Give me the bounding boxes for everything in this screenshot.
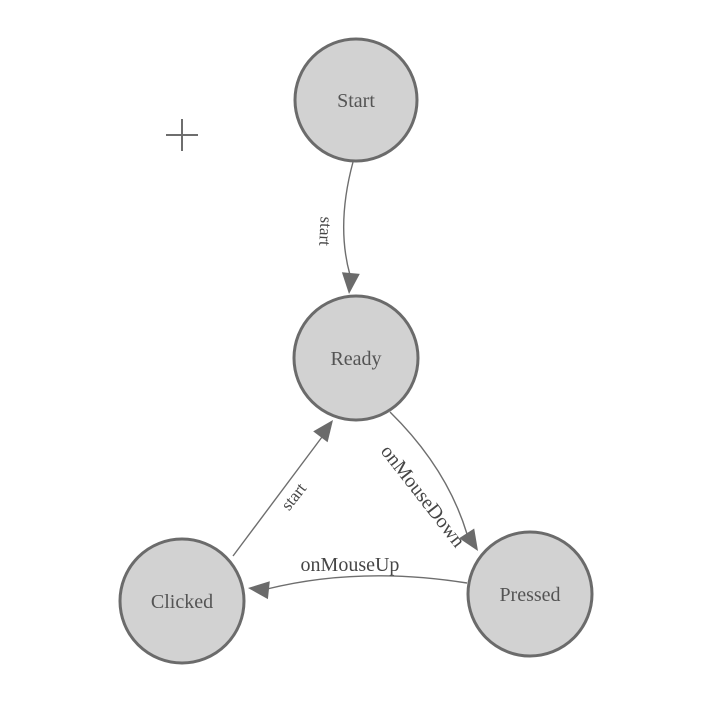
edge-clicked-to-ready[interactable]: start (232, 420, 333, 557)
edge-label: start (315, 216, 336, 246)
edge-pressed-to-clicked[interactable]: onMouseUp (248, 554, 468, 600)
edge-line[interactable] (232, 436, 323, 557)
node-circle[interactable] (293, 37, 419, 163)
arrowhead-icon (248, 581, 270, 600)
state-node-start[interactable]: Start (293, 37, 419, 163)
crosshair-marker (166, 119, 198, 151)
node-label: Pressed (499, 584, 560, 606)
node-circle[interactable] (118, 537, 246, 665)
edge-start-to-ready[interactable]: start (315, 161, 360, 294)
node-label: Clicked (151, 591, 213, 613)
state-node-clicked[interactable]: Clicked (118, 537, 246, 665)
arrowhead-icon (341, 272, 360, 294)
edge-label: start (277, 479, 310, 514)
edge-line[interactable] (342, 161, 354, 276)
arrowhead-icon (459, 528, 478, 551)
edge-label: onMouseUp (301, 554, 400, 576)
state-node-pressed[interactable]: Pressed (466, 530, 594, 658)
edge-label: onMouseDown (376, 441, 469, 552)
node-circle[interactable] (292, 294, 420, 422)
node-label: Ready (330, 348, 381, 370)
node-label: Start (337, 90, 375, 112)
edge-line[interactable] (266, 575, 468, 590)
edge-line[interactable] (389, 411, 468, 535)
arrowhead-icon (313, 420, 333, 443)
edge-ready-to-pressed[interactable]: onMouseDown (376, 411, 478, 552)
node-circle[interactable] (466, 530, 594, 658)
state-node-ready[interactable]: Ready (292, 294, 420, 422)
